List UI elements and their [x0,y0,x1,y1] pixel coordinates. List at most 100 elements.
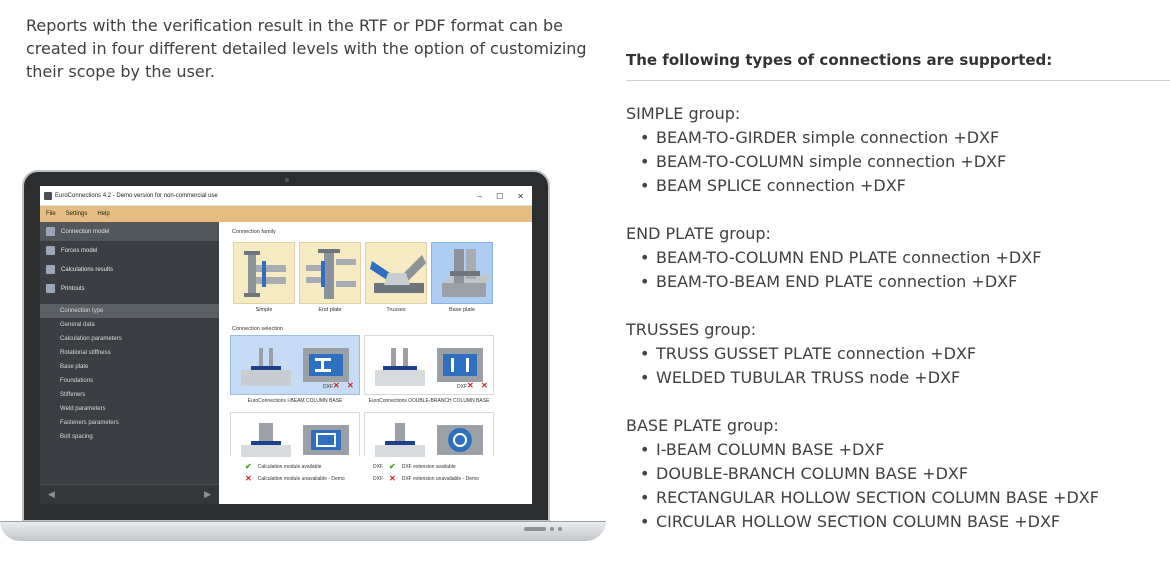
sidebar-footer: ◀ ▶ [40,484,219,504]
legend-text: Calculation module available [257,463,322,470]
sidebar-item-calculations-results[interactable]: Calculations results [40,260,219,279]
legend-text: DXF extension unavailable - Demo [401,475,479,482]
dxf-unavailable-icon: ✕ [467,381,474,390]
dxf-tag: DXF [457,384,467,390]
sidebar-subitem-weld-parameters[interactable]: Weld parameters [60,406,106,412]
list-item: •I-BEAM COLUMN BASE +DXF [640,440,885,459]
selection-tile-i-beam-column-base[interactable]: DXF ✕ ✕ [230,335,360,395]
check-icon: ✔ [389,462,396,471]
selection-tile-rectangular-hollow-column-base[interactable] [230,412,360,457]
sidebar-subitem-fasteners-parameters[interactable]: Fasteners parameters [60,420,119,426]
list-item: •RECTANGULAR HOLLOW SECTION COLUMN BASE … [640,488,1099,507]
list-item: •TRUSS GUSSET PLATE connection +DXF [640,344,977,363]
sidebar-subitem-base-plate[interactable]: Base plate [60,364,89,370]
laptop-base [0,521,606,541]
app-screen: EuroConnections 4.2 - Demo version for n… [40,186,532,504]
end-plate-connection-icon [306,249,356,299]
calc-unavailable-icon: ✕ [347,381,354,390]
window-title: EuroConnections 4.2 - Demo version for n… [55,192,218,199]
main-content: Connection family [219,222,532,504]
selection-label-i-beam: EuroConnections I-BEAM COLUMN BASE [247,398,343,404]
family-tile-end-plate[interactable] [299,242,361,304]
sidebar-subitem-stiffeners[interactable]: Stiffeners [60,392,86,398]
simple-connection-icon [244,251,286,297]
sidebar-item-connection-model[interactable]: Connection model [40,222,219,241]
sidebar-item-label: Connection model [61,228,110,235]
family-label-simple: Simple [255,307,273,313]
family-label-base-plate: Base plate [449,307,475,313]
window-titlebar: EuroConnections 4.2 - Demo version for n… [40,186,532,206]
list-item: •WELDED TUBULAR TRUSS node +DXF [640,368,961,387]
family-tile-trusses[interactable] [365,242,427,304]
sidebar-subitem-foundations[interactable]: Foundations [60,378,94,384]
sidebar-subitem-calculation-parameters[interactable]: Calculation parameters [60,336,122,342]
legend-dxf-unavailable: DXF ✕ DXF extension unavailable - Demo [373,474,479,483]
rectangular-hollow-column-base-icon [241,423,349,457]
sidebar-item-printouts[interactable]: Printouts [40,279,219,298]
menu-file[interactable]: File [46,211,56,217]
connection-model-icon [46,227,55,236]
legend-text: Calculation module unavailable - Demo [257,475,345,482]
arrow-right-icon[interactable]: ▶ [204,489,211,499]
truss-connection-icon [370,255,426,293]
family-label-end-plate: End plate [318,307,342,313]
laptop-notch [524,527,546,531]
maximize-button[interactable]: ☐ [496,191,504,201]
family-label-trusses: Trusses [386,307,406,313]
camera-icon [285,178,289,182]
dxf-tag: DXF [373,463,383,470]
sidebar-item-forces-model[interactable]: Forces model [40,241,219,260]
sidebar: Connection model Forces model Calculatio… [40,222,219,504]
legend-calc-available: ✔ Calculation module available [245,462,321,471]
connection-family-label: Connection family [232,229,276,235]
arrow-left-icon[interactable]: ◀ [48,489,55,499]
menu-settings[interactable]: Settings [65,211,88,217]
sidebar-item-label: Forces model [61,247,98,254]
sidebar-subitem-connection-type[interactable]: Connection type [40,304,219,318]
calc-unavailable-icon: ✕ [481,381,488,390]
forces-model-icon [46,246,55,255]
list-item: •CIRCULAR HOLLOW SECTION COLUMN BASE +DX… [640,512,1061,531]
laptop-led [550,527,554,531]
app-logo-icon [44,191,52,200]
supported-heading: The following types of connections are s… [626,51,1053,69]
list-item: •DOUBLE-BRANCH COLUMN BASE +DXF [640,464,969,483]
dxf-unavailable-icon: ✕ [333,381,340,390]
sidebar-item-label: Calculations results [61,266,114,273]
list-item: •BEAM-TO-COLUMN END PLATE connection +DX… [640,248,1042,267]
laptop-led [558,527,562,531]
group-title-simple: SIMPLE group: [626,104,741,123]
laptop-lid: EuroConnections 4.2 - Demo version for n… [22,170,550,522]
sidebar-subitem-rotational-stiffness[interactable]: Rotational stiffness [60,350,111,356]
intro-paragraph: Reports with the verification result in … [26,16,587,81]
sidebar-item-label: Printouts [61,285,85,292]
check-icon: ✔ [245,462,252,471]
list-item: •BEAM-TO-GIRDER simple connection +DXF [640,128,1000,147]
group-title-base-plate: BASE PLATE group: [626,416,779,435]
sidebar-subitem-general-data[interactable]: General data [60,322,95,328]
dxf-tag: DXF [323,384,333,390]
family-tile-simple[interactable] [233,242,295,304]
selection-tile-double-branch-column-base[interactable]: DXF ✕ ✕ [364,335,494,395]
legend-calc-unavailable: ✕ Calculation module unavailable - Demo [245,474,345,483]
menu-help[interactable]: Help [97,211,110,217]
connection-selection-label: Connection selection [232,326,284,332]
i-beam-column-base-icon [241,348,349,386]
legend-text: DXF extension available [401,463,456,470]
printer-icon [46,284,55,293]
minimize-button[interactable]: – [477,191,483,201]
menu-bar: File Settings Help [40,206,532,222]
sidebar-subitem-bolt-spacing[interactable]: Bolt spacing [60,434,93,440]
legend-dxf-available: DXF ✔ DXF extension available [373,462,456,471]
close-button[interactable]: ✕ [517,191,524,201]
selection-label-double-branch: EuroConnections DOUBLE-BRANCH COLUMN BAS… [368,398,490,404]
family-tile-base-plate[interactable] [431,242,493,304]
double-branch-column-base-icon [375,348,483,386]
group-title-end-plate: END PLATE group: [626,224,771,243]
base-plate-connection-icon [442,249,492,297]
divider [626,80,1170,81]
circular-hollow-column-base-icon [375,423,483,457]
list-item: •BEAM-TO-COLUMN simple connection +DXF [640,152,1007,171]
selection-tile-circular-hollow-column-base[interactable] [364,412,494,457]
group-title-trusses: TRUSSES group: [626,320,757,339]
